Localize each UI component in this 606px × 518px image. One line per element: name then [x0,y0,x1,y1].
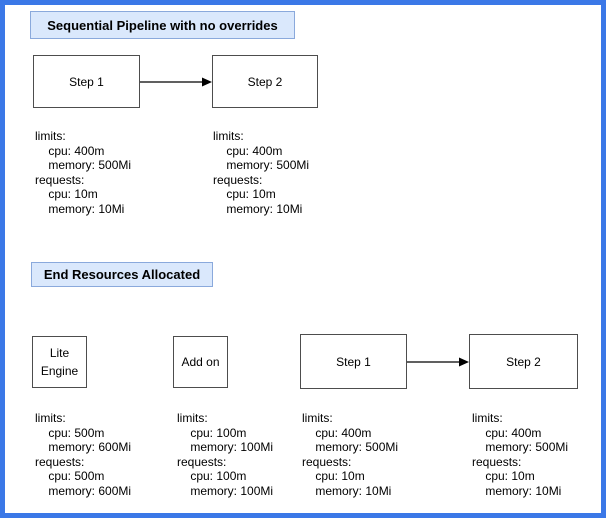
resources-step1-top: limits: cpu: 400m memory: 500Mi requests… [35,129,132,216]
arrow-step1-to-step2-top [140,77,212,87]
resources-step1-bottom: limits: cpu: 400m memory: 500Mi requests… [302,411,399,498]
node-step2-top: Step 2 [212,55,318,108]
arrow-step1-to-step2-bottom [407,357,469,367]
resources-step2-bottom: limits: cpu: 400m memory: 500Mi requests… [472,411,569,498]
node-step2-bottom: Step 2 [469,334,578,389]
node-lite-engine: Lite Engine [32,336,87,388]
node-step1-bottom: Step 1 [300,334,407,389]
resources-add-on: limits: cpu: 100m memory: 100Mi requests… [177,411,274,498]
resources-lite-engine: limits: cpu: 500m memory: 600Mi requests… [35,411,132,498]
node-step1-top: Step 1 [33,55,140,108]
resources-step2-top: limits: cpu: 400m memory: 500Mi requests… [213,129,310,216]
section2-title: End Resources Allocated [31,262,213,287]
node-add-on: Add on [173,336,228,388]
section1-title: Sequential Pipeline with no overrides [30,11,295,39]
